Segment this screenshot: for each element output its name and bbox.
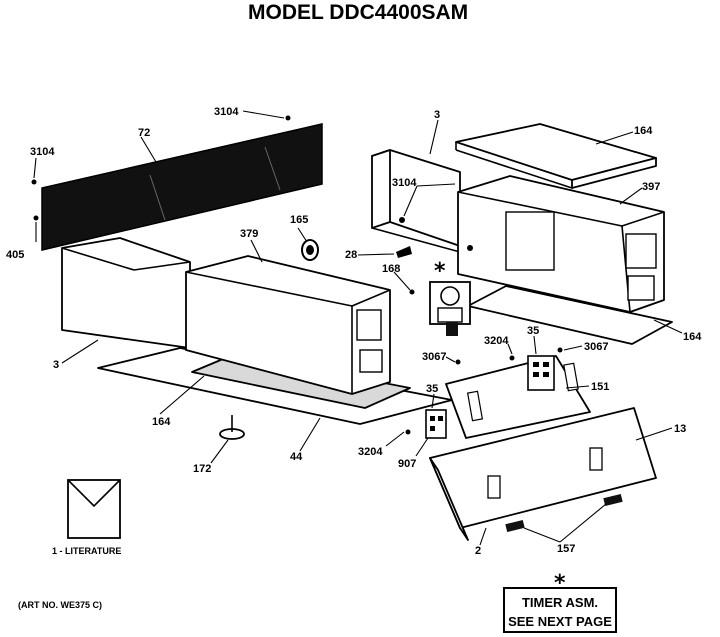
label-3-top: 3 bbox=[434, 109, 440, 121]
label-35-b: 35 bbox=[426, 383, 438, 395]
label-3067-b: 3067 bbox=[584, 341, 608, 353]
label-164-bottom: 164 bbox=[152, 416, 171, 428]
part-397-cabinet bbox=[457, 175, 665, 313]
label-405: 405 bbox=[6, 249, 24, 261]
part-907-switch bbox=[425, 409, 447, 439]
label-3104-top: 3104 bbox=[214, 106, 239, 118]
note-line-1: TIMER ASM. bbox=[522, 595, 598, 610]
label-3067-a: 3067 bbox=[422, 351, 446, 363]
part-2-panel-trim bbox=[429, 457, 469, 541]
label-28: 28 bbox=[345, 249, 357, 261]
timer-assembly bbox=[429, 281, 471, 336]
label-165: 165 bbox=[290, 214, 308, 226]
label-157: 157 bbox=[557, 543, 575, 555]
label-72: 72 bbox=[138, 127, 150, 139]
label-3204-a: 3204 bbox=[484, 335, 509, 347]
part-164-right-plate bbox=[467, 285, 673, 345]
label-168: 168 bbox=[382, 263, 400, 275]
label-3104-left: 3104 bbox=[30, 146, 55, 158]
screws bbox=[31, 115, 563, 435]
literature-label: 1 - LITERATURE bbox=[52, 546, 121, 556]
label-397: 397 bbox=[642, 181, 660, 193]
note-line-2: SEE NEXT PAGE bbox=[508, 614, 612, 629]
label-3104-mid: 3104 bbox=[392, 177, 417, 189]
page-title: MODEL DDC4400SAM bbox=[248, 1, 468, 24]
label-35-a: 35 bbox=[527, 325, 539, 337]
label-3-left: 3 bbox=[53, 359, 59, 371]
art-number: (ART NO. WE375 C) bbox=[18, 600, 102, 610]
label-151: 151 bbox=[591, 381, 609, 393]
part-72-back-panel bbox=[41, 123, 323, 251]
label-164-top: 164 bbox=[634, 125, 653, 137]
label-164-right: 164 bbox=[683, 331, 702, 343]
part-379-housing bbox=[185, 255, 391, 395]
label-13: 13 bbox=[674, 423, 686, 435]
label-44: 44 bbox=[290, 451, 303, 463]
label-172: 172 bbox=[193, 463, 211, 475]
leader-lines bbox=[33, 110, 683, 546]
part-157-cap-left bbox=[505, 519, 525, 533]
part-157-cap-right bbox=[603, 493, 623, 507]
label-2: 2 bbox=[475, 545, 481, 557]
timer-note: * TIMER ASM. SEE NEXT PAGE bbox=[503, 571, 617, 633]
callout-labels: 3104 72 3104 405 165 379 3 3104 28 168 1… bbox=[6, 106, 702, 557]
part-172-foot bbox=[219, 415, 245, 440]
label-379: 379 bbox=[240, 228, 258, 240]
timer-asterisk: * bbox=[434, 259, 446, 284]
label-3204-b: 3204 bbox=[358, 446, 383, 458]
literature-envelope bbox=[67, 479, 121, 539]
label-907: 907 bbox=[398, 458, 416, 470]
part-35-upper-switch bbox=[527, 355, 555, 391]
